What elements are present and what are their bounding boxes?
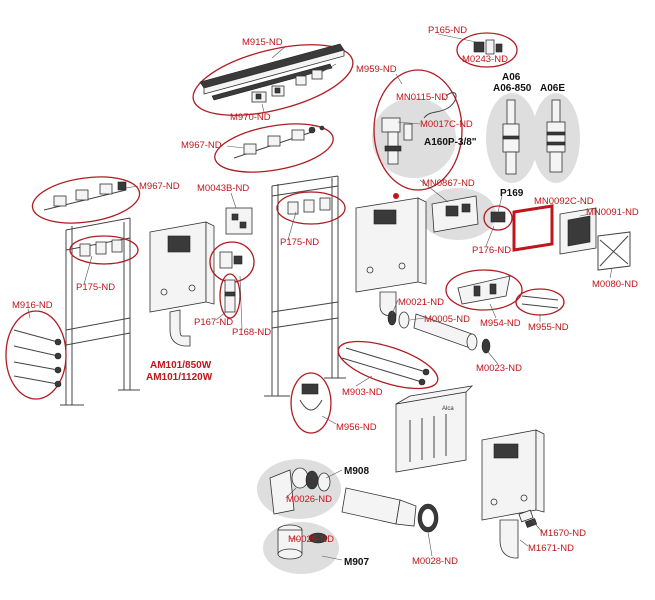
part-p167	[224, 279, 236, 313]
part-m908	[269, 467, 331, 515]
valve-a06	[502, 99, 520, 175]
part-mn0867	[431, 195, 479, 233]
part-m1670	[518, 509, 538, 528]
bolts-m903	[341, 347, 430, 386]
part-mn0092c	[512, 204, 554, 252]
label-m955-nd: M955-ND	[528, 322, 569, 333]
label-p169: P169	[500, 188, 524, 199]
label-m0017c-nd: M0017C-ND	[420, 119, 473, 130]
ellipse-m916	[5, 310, 67, 400]
part-m954	[457, 275, 511, 305]
ellipse-m955	[515, 288, 565, 316]
part-p176	[490, 211, 506, 223]
ellipse-m915	[192, 44, 354, 116]
part-m967-left	[43, 181, 127, 211]
cover-logo: Alca	[442, 406, 454, 412]
label-m954-nd: M954-ND	[480, 318, 521, 329]
label-p168-nd: P168-ND	[232, 327, 271, 338]
ellipse-m967-top	[214, 123, 334, 173]
label-m0243-nd: M0243-ND	[462, 54, 508, 65]
ellipse-m0243	[456, 32, 518, 68]
label-am101-1120w: AM101/1120W	[146, 372, 213, 383]
label-m0026-nd-b: M0026-ND	[288, 534, 334, 545]
part-mn0091	[559, 207, 597, 255]
valve-a160p	[381, 92, 457, 165]
label-m0023-nd: M0023-ND	[476, 363, 522, 374]
part-m955	[521, 295, 559, 309]
part-p175-left	[79, 239, 123, 257]
ellipse-m959	[373, 69, 463, 191]
ellipse-p175-mid	[276, 191, 346, 225]
label-m959-nd: M959-ND	[356, 64, 397, 75]
label-m908: M908	[344, 466, 369, 477]
label-m0021-nd: M0021-ND	[398, 297, 444, 308]
part-m0043b	[225, 207, 253, 235]
label-a06-850: A06-850	[493, 83, 532, 94]
part-m0243	[473, 39, 503, 55]
pipe-m0028	[341, 487, 439, 533]
label-mn0867-nd: MN0867-ND	[422, 178, 475, 189]
label-m0028-nd: M0028-ND	[412, 556, 458, 567]
label-m967-nd-left: M967-ND	[139, 181, 180, 192]
label-p167-nd: P167-ND	[194, 317, 233, 328]
label-m0026-nd-a: M0026-ND	[286, 494, 332, 505]
label-m1671-nd: M1671-ND	[528, 543, 574, 554]
brackets-m970	[251, 63, 337, 103]
ellipse-m954	[445, 269, 523, 311]
ellipse-m903	[337, 340, 439, 390]
part-p175-mid	[287, 197, 331, 215]
label-p165-nd: P165-ND	[428, 25, 467, 36]
label-m970-nd: M970-ND	[230, 112, 271, 123]
ellipse-m956	[290, 372, 332, 434]
rail-m915	[199, 43, 345, 101]
label-mn0091-nd: MN0091-ND	[586, 207, 639, 218]
label-m907: M907	[344, 557, 369, 568]
ellipse-p167	[219, 273, 241, 319]
label-m956-nd: M956-ND	[336, 422, 377, 433]
ellipse-p175-left	[69, 235, 139, 265]
label-am101-850w: AM101/850W	[150, 360, 212, 371]
frame-middle	[264, 175, 346, 397]
label-a160p: A160P-3/8"	[424, 137, 477, 148]
label-m0005-nd: M0005-ND	[424, 314, 470, 325]
valve-a06e	[546, 99, 566, 173]
part-m907	[277, 524, 328, 560]
label-a06e: A06E	[540, 83, 565, 94]
cistern-main	[355, 193, 427, 317]
part-m0080	[597, 231, 631, 271]
label-mn0092c-nd: MN0092C-ND	[534, 196, 594, 207]
label-m903-nd: M903-ND	[342, 387, 383, 398]
label-a06: A06	[502, 72, 521, 83]
label-m967-nd-top: M967-ND	[181, 140, 222, 151]
bolts-m916	[13, 329, 62, 388]
ellipse-m967-left	[31, 176, 141, 224]
part-m956	[299, 383, 323, 411]
label-p175-nd-left: P175-ND	[76, 282, 115, 293]
label-m916-nd: M916-ND	[12, 300, 53, 311]
label-p175-nd-mid: P175-ND	[280, 237, 319, 248]
label-p176-nd: P176-ND	[472, 245, 511, 256]
cistern-bottom-right	[481, 429, 545, 559]
label-m1670-nd: M1670-ND	[540, 528, 586, 539]
ellipse-p176	[483, 205, 513, 231]
label-m0043b-nd: M0043B-ND	[197, 183, 249, 194]
label-mn0115-nd: MN0115-ND	[396, 92, 448, 103]
part-p168	[219, 251, 243, 269]
pipe-m0005	[387, 310, 491, 354]
label-m0080-nd: M0080-ND	[592, 279, 638, 290]
cover-box: Alca	[395, 385, 474, 473]
label-m915-nd: M915-ND	[242, 37, 283, 48]
part-m967-top	[233, 125, 325, 159]
